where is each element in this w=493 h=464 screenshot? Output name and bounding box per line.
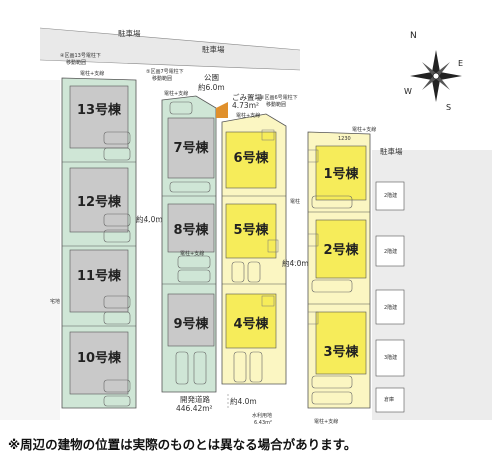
label-pole-note-6: ⑥区画6号電柱下	[260, 95, 298, 101]
entrance-steps	[261, 129, 319, 325]
house-8-label: 8号棟	[173, 222, 209, 238]
house-5-label: 5号棟	[233, 222, 269, 238]
house-4-footprint	[225, 293, 277, 349]
label-dev-road-area: 446.42m²	[176, 404, 213, 413]
label-garbage: ごみ置場	[232, 93, 262, 102]
label-garbage-area: 4.73m²	[232, 101, 260, 110]
label-right-3f: 3階建	[384, 355, 398, 361]
label-park: 公園	[204, 73, 219, 82]
label-road-left-width: 約4.0m	[136, 215, 163, 224]
label-pole-a: 電柱+支線	[80, 71, 105, 77]
label-pole-note-6b: 移動範囲	[266, 102, 287, 108]
compass-e: E	[458, 59, 464, 68]
house-11-footprint	[69, 249, 129, 313]
house-13-label: 13号棟	[76, 102, 122, 118]
footer-note: ※周辺の建物の位置は実際のものとは異なる場合があります。	[8, 437, 357, 452]
house-9-footprint	[167, 293, 215, 347]
house-4-label: 4号棟	[233, 316, 269, 332]
house-5-footprint	[225, 203, 277, 259]
label-pole-b: 電柱+支線	[164, 91, 189, 97]
garbage-station	[216, 102, 228, 118]
label-water-area: 6.43m²	[254, 420, 273, 426]
house-2-label: 2号棟	[323, 242, 359, 258]
label-pole-note-7b: 移動範囲	[152, 76, 173, 82]
label-dev-road: 開発道路	[180, 395, 210, 404]
house-1-label: 1号棟	[323, 166, 359, 182]
label-road-right-width: 約4.0m	[282, 259, 309, 268]
label-water-channel: 水利用地	[252, 413, 273, 419]
label-pole-note-13b: 移動範囲	[66, 60, 87, 66]
house-13-footprint	[69, 85, 129, 149]
parking-spaces	[103, 101, 353, 407]
label-parking-top: 駐車場	[118, 29, 141, 38]
house-2-footprint	[315, 219, 367, 279]
label-right-2f-a: 2階建	[384, 193, 398, 199]
road-edges	[39, 27, 308, 410]
label-pole-e: 電柱+支線	[180, 251, 205, 257]
right-neighbor-buildings	[375, 181, 405, 413]
label-pole-f: 電柱+支線	[314, 419, 339, 425]
label-parking-right: 駐車場	[380, 147, 403, 156]
label-pole-d: 電柱+支線	[352, 127, 377, 133]
label-parking-mid: 駐車場	[202, 45, 225, 54]
label-left-neighbor: 宅地	[50, 299, 61, 305]
house-9-label: 9号棟	[173, 316, 209, 332]
house-8-footprint	[167, 203, 215, 253]
compass-s: S	[446, 103, 452, 112]
top-parking-area	[40, 28, 300, 70]
house-10-footprint	[69, 331, 129, 395]
label-right-2f-c: 2階建	[384, 305, 398, 311]
label-dim-1230: 1230	[338, 136, 351, 142]
label-pole-note-13: ④区画13号電柱下	[60, 53, 101, 59]
house-3-label: 3号棟	[323, 344, 359, 360]
label-road-bottom-width: 約4.0m	[230, 397, 257, 406]
house-10-label: 10号棟	[76, 350, 122, 366]
label-pole-g: 電柱	[290, 199, 301, 205]
house-6-footprint	[225, 131, 277, 189]
compass-rose-icon	[410, 50, 462, 102]
label-pole-note-7: ⑤区画7号電柱下	[146, 69, 184, 75]
label-right-warehouse: 倉庫	[384, 397, 395, 403]
house-3-footprint	[315, 311, 367, 375]
house-12-label: 12号棟	[76, 194, 122, 210]
compass-n: N	[410, 31, 417, 41]
lot-column-left	[61, 77, 137, 409]
label-park-width: 約6.0m	[198, 83, 225, 92]
label-right-2f-b: 2階建	[384, 249, 398, 255]
house-11-label: 11号棟	[76, 268, 122, 284]
left-neighbor-area	[0, 80, 60, 420]
house-12-footprint	[69, 167, 129, 233]
house-7-label: 7号棟	[173, 140, 209, 156]
label-pole-c: 電柱+支線	[236, 113, 261, 119]
compass-w: W	[404, 87, 412, 96]
house-6-label: 6号棟	[233, 150, 269, 166]
house-1-footprint	[315, 145, 367, 201]
house-7-footprint	[167, 117, 215, 179]
